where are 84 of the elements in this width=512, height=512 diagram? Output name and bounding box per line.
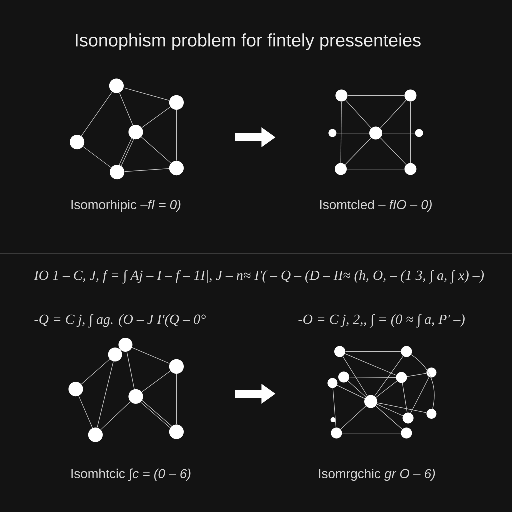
graph-vertex <box>169 161 184 176</box>
graph-vertex <box>108 348 122 362</box>
graph-edge <box>142 370 171 393</box>
graph-caption: Isomhtcic ∫c = (0 – 6) <box>72 468 191 482</box>
graph-caption: Isomrgchic gr O – 6) <box>319 468 436 482</box>
graph-edge <box>348 95 405 96</box>
graph-edge <box>380 138 407 166</box>
graph-vertex <box>336 90 348 102</box>
graph-edge <box>348 380 366 398</box>
graph-vertex <box>128 389 144 404</box>
graph-vertex <box>334 346 346 358</box>
formula: -Q = C j, ∫ ag. (O – J I'(Q – 0° <box>34 314 206 328</box>
graph-vertex <box>402 412 414 424</box>
graph-edge <box>345 138 372 166</box>
graph-edge <box>141 136 172 164</box>
graph-edge <box>176 374 177 425</box>
graph-edge <box>132 348 170 364</box>
graph-vertex <box>70 135 85 150</box>
graph-vertex <box>401 428 412 439</box>
graph-vertex <box>370 126 382 140</box>
graph-edge <box>349 377 396 378</box>
graph-edge <box>374 356 404 397</box>
graph-vertex <box>68 382 84 397</box>
graph-vertex <box>426 368 437 378</box>
formula: -O = C j, 2,, ∫ = (0 ≈ ∫ a, P' –) <box>298 314 465 328</box>
graph-edge <box>376 406 403 430</box>
graph-vertex <box>110 165 125 180</box>
graph-vertex <box>331 428 342 439</box>
graph-vertex <box>169 424 184 440</box>
graph-edge <box>382 133 416 134</box>
graph-edge <box>340 406 366 430</box>
graph-edge <box>346 100 372 129</box>
graph-edge <box>345 351 402 352</box>
graph-vertex <box>396 372 408 384</box>
graph-edge <box>377 402 427 414</box>
graph-edge <box>97 361 114 428</box>
graph-vertex <box>338 372 350 383</box>
graph-edge <box>332 388 337 428</box>
graph-caption: Isomtcled – fIO – 0) <box>320 200 432 212</box>
formula: IO 1 – C, J, f = ∫ Aj – I – f – 1I|, J – n≈ I'( – Q – (D – II≈ (h, O, – (1 3, ∫ a, ∫ x) –) <box>34 270 484 284</box>
graph-vertex <box>169 359 184 374</box>
graph-edge <box>336 133 370 134</box>
graph-edge <box>376 380 398 398</box>
graph-edge <box>124 88 170 101</box>
graph-edge <box>78 396 94 428</box>
graph-edge <box>81 359 110 385</box>
graph-edge <box>81 92 113 136</box>
graph-vertex <box>328 378 338 388</box>
graph-vertex <box>404 163 417 176</box>
graph-vertex <box>169 95 184 110</box>
graph-caption: Isomorhipic –fI = 0) <box>72 200 181 212</box>
graph-edge <box>340 102 342 164</box>
graph-edge <box>126 352 135 390</box>
graph-vertex <box>109 78 124 94</box>
graph-edge <box>124 168 170 172</box>
graph-vertex <box>335 163 347 176</box>
graph-vertex <box>364 395 378 408</box>
graph-edge <box>346 169 405 170</box>
graph-edge <box>337 385 366 400</box>
graph-edge <box>83 146 112 168</box>
graph-edge <box>119 92 134 126</box>
graph-edge <box>402 383 408 413</box>
graph-edge <box>176 110 177 162</box>
graph-edge <box>344 354 397 376</box>
graph-edge <box>100 402 131 430</box>
graph-edge <box>410 377 430 414</box>
graph-edge <box>407 373 427 378</box>
graph-edge <box>142 106 171 128</box>
graph-edge <box>410 102 411 164</box>
graph-vertex <box>88 428 103 442</box>
graph-edge <box>380 100 407 129</box>
graph-vertex <box>404 90 417 102</box>
graph-edge <box>411 354 435 410</box>
graph-vertex <box>415 129 424 138</box>
title: Isonophism problem for fintely pressenteies <box>76 34 421 50</box>
graph-vertex <box>328 129 337 138</box>
graph-edge <box>342 356 368 396</box>
graph-vertex <box>426 409 437 419</box>
graph-vertex <box>128 125 144 140</box>
graph-vertex <box>330 418 336 422</box>
graph-vertex <box>401 346 412 358</box>
graph-vertex <box>118 338 133 352</box>
graph-edge <box>376 404 404 416</box>
graph-edge <box>342 433 402 434</box>
